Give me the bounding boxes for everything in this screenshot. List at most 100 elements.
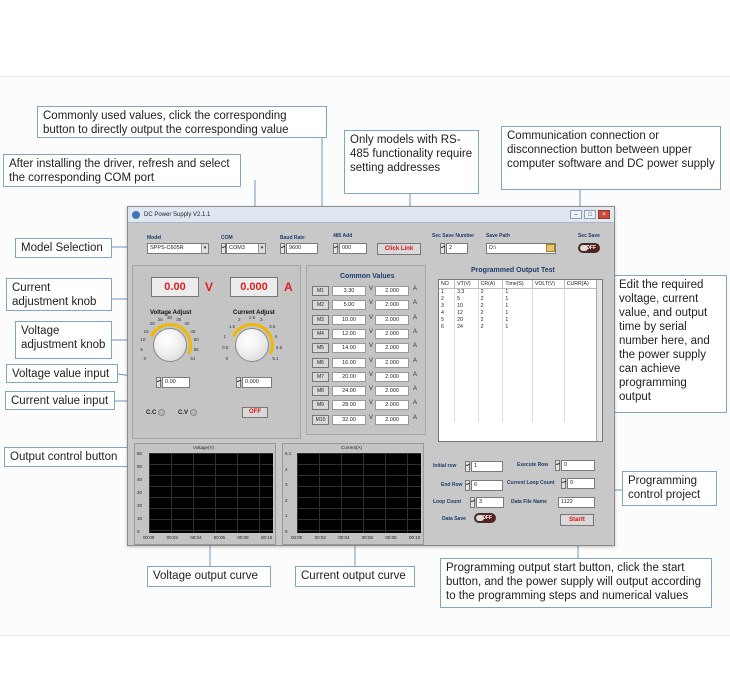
table-row[interactable] <box>439 366 600 373</box>
rs485-address-stepper[interactable]: ▴▾ <box>333 243 338 254</box>
voltage-adjust-label: Voltage Adjust <box>150 310 192 316</box>
table-cell <box>532 352 565 359</box>
table-row[interactable] <box>439 401 600 408</box>
table-row[interactable] <box>439 373 600 380</box>
callout-current-knob: Current adjustment knob <box>6 278 112 311</box>
data-file-name-field[interactable]: 1122 <box>558 497 595 508</box>
preset-m10-button[interactable]: M10 <box>312 414 329 425</box>
preset-voltage-value: 3.30 <box>332 286 366 296</box>
output-control-button[interactable]: OFF <box>242 407 268 418</box>
initial-row-stepper[interactable]: ▴▾ <box>465 461 470 472</box>
voltage-input-field[interactable]: 0.00 <box>162 377 190 388</box>
preset-m5-button[interactable]: M5 <box>312 343 329 354</box>
table-scrollbar[interactable] <box>596 280 602 441</box>
preset-m2-button[interactable]: M2 <box>312 300 329 311</box>
execute-row-stepper[interactable]: ▴▾ <box>555 460 560 471</box>
preset-current-value: 2.000 <box>375 328 409 339</box>
current-unit: A <box>284 280 293 294</box>
preset-voltage-unit: V <box>369 357 374 364</box>
table-cell <box>564 394 600 401</box>
model-select[interactable]: SPPS-C605R ▾ <box>147 243 209 254</box>
current-loop-count-field[interactable]: 0 <box>567 478 595 489</box>
table-row[interactable] <box>439 415 600 422</box>
execute-row-field[interactable]: 0 <box>561 460 595 471</box>
initial-row-value: 1 <box>474 463 478 469</box>
save-path-field[interactable]: D:\ <box>486 243 556 254</box>
table-cell: 3.3 <box>454 288 479 296</box>
program-start-button[interactable]: Startt <box>560 514 594 526</box>
table-cell <box>439 331 456 338</box>
table-cell <box>439 359 456 366</box>
table-row[interactable] <box>439 408 600 415</box>
folder-icon[interactable] <box>546 244 555 252</box>
preset-m9-button[interactable]: M9 <box>312 400 329 411</box>
maximize-icon[interactable]: □ <box>584 210 596 219</box>
current-input-stepper[interactable]: ▴▾ <box>236 377 241 388</box>
data-save-toggle[interactable]: OFF <box>474 513 496 523</box>
table-cell <box>439 401 456 408</box>
table-row[interactable] <box>439 331 600 338</box>
com-select[interactable]: COM3 ▾ <box>226 243 266 254</box>
minimize-icon[interactable]: – <box>570 210 582 219</box>
table-row[interactable] <box>439 380 600 387</box>
baud-rate-field[interactable]: 9600 <box>286 243 318 254</box>
table-cell: 2 <box>439 296 456 303</box>
table-cell: 1 <box>502 303 533 310</box>
callout-common-values: Commonly used values, click the correspo… <box>37 106 327 138</box>
loop-count-field[interactable]: 3 <box>476 497 504 508</box>
table-cell <box>454 352 479 359</box>
table-cell <box>454 387 479 394</box>
table-row[interactable] <box>439 394 600 401</box>
table-cell <box>532 345 565 352</box>
current-loop-count-stepper[interactable]: ▴▾ <box>561 478 566 489</box>
voltage-knob-tick-label: 55 <box>193 346 199 352</box>
voltage-input-stepper[interactable]: ▴▾ <box>156 377 161 388</box>
end-row-field[interactable]: 6 <box>471 480 503 491</box>
close-icon[interactable]: × <box>598 210 610 219</box>
table-row[interactable] <box>439 387 600 394</box>
current-x-tick-label: 00:10 <box>409 535 421 540</box>
table-cell <box>502 366 533 373</box>
initial-row-field[interactable]: 1 <box>471 461 503 472</box>
table-row[interactable] <box>439 359 600 366</box>
voltage-x-tick-label: 00:04 <box>190 535 202 540</box>
current-input-field[interactable]: 0.000 <box>242 377 272 388</box>
preset-m8-button[interactable]: M8 <box>312 386 329 397</box>
preset-m4-button[interactable]: M4 <box>312 328 329 339</box>
table-cell <box>564 373 600 380</box>
preset-m3-button[interactable]: M3 <box>312 314 329 325</box>
table-cell <box>564 408 600 415</box>
table-row[interactable] <box>439 352 600 359</box>
table-row[interactable] <box>439 338 600 345</box>
sec-save-toggle[interactable]: OFF <box>578 243 600 253</box>
save-path-value: D:\ <box>489 245 497 251</box>
preset-current-value: 2.000 <box>375 400 409 411</box>
current-adjust-knob[interactable] <box>235 328 269 362</box>
dc-power-supply-window: DC Power Supply V2.1.1 – □ × Model SPPS-… <box>127 206 615 546</box>
end-row-stepper[interactable]: ▴▾ <box>465 480 470 491</box>
com-refresh-stepper[interactable]: ▴▾ <box>221 243 226 254</box>
voltage-adjust-knob[interactable] <box>153 328 187 362</box>
preset-m6-button[interactable]: M6 <box>312 357 329 368</box>
preset-m7-button[interactable]: M7 <box>312 371 329 382</box>
sec-save-number-field[interactable]: 2 <box>446 243 468 254</box>
sec-save-number-stepper[interactable]: ▴▾ <box>440 243 445 254</box>
table-cell <box>439 373 456 380</box>
baud-rate-stepper[interactable]: ▴▾ <box>280 243 285 254</box>
rs485-address-field[interactable]: 000 <box>339 243 367 254</box>
callout-current-curve: Current output curve <box>295 566 415 587</box>
table-row[interactable] <box>439 345 600 352</box>
loop-count-stepper[interactable]: ▴▾ <box>470 497 475 508</box>
table-cell: 1 <box>502 324 533 331</box>
preset-m1-button[interactable]: M1 <box>312 286 329 296</box>
table-cell <box>564 331 600 338</box>
click-link-button[interactable]: Click Link <box>377 243 421 255</box>
execute-row-label: Execute Row <box>517 462 549 468</box>
